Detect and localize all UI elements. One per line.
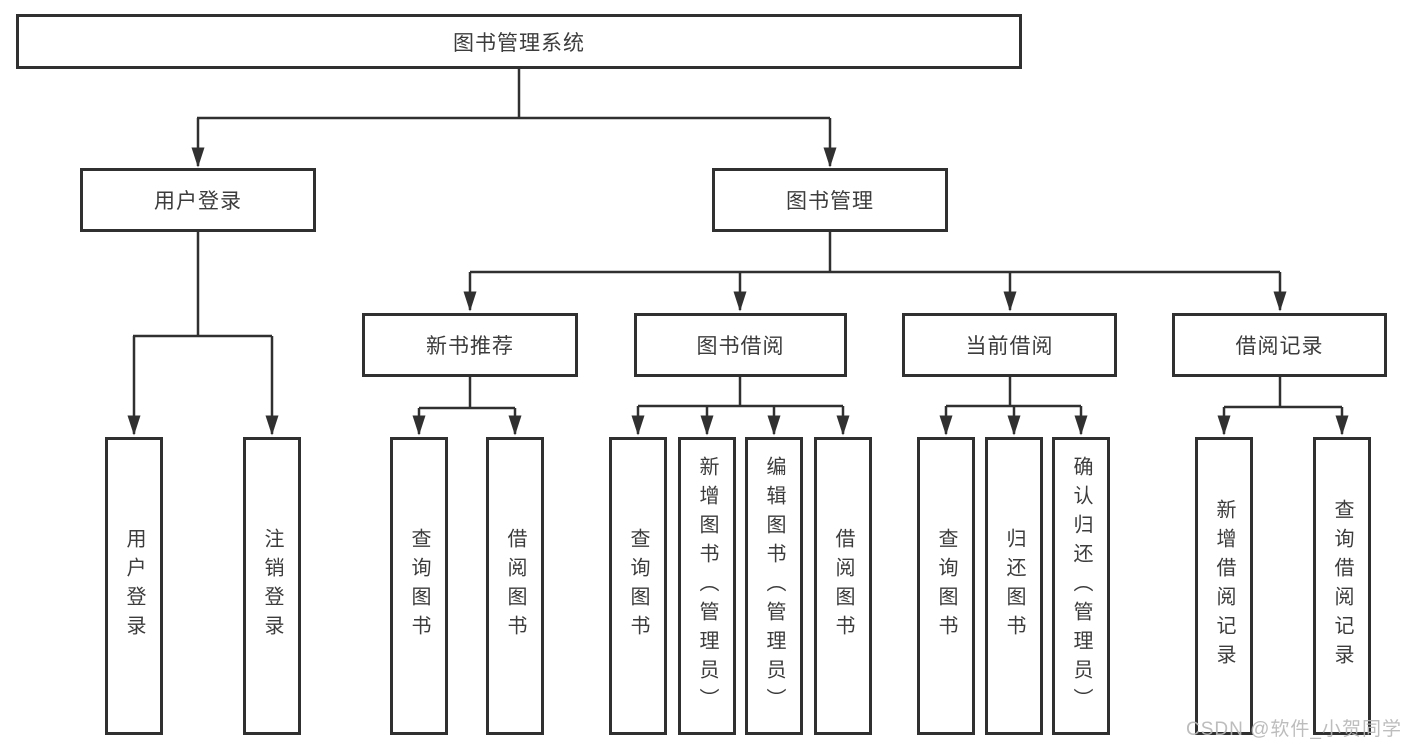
node-book-management: 图书管理 (712, 168, 948, 232)
node-user-login: 用户登录 (80, 168, 316, 232)
leaf-bb-query-books-label: 查询图书 (627, 528, 649, 644)
leaf-br-query-record-label: 查询借阅记录 (1331, 499, 1353, 673)
watermark: CSDN @软件_小贺同学 (1186, 719, 1402, 740)
leaf-bb-borrow-books-label: 借阅图书 (832, 528, 854, 644)
leaf-cb-return-books-label: 归还图书 (1003, 528, 1025, 644)
node-book-borrowing: 图书借阅 (634, 313, 847, 377)
node-new-book-recommend: 新书推荐 (362, 313, 578, 377)
node-root: 图书管理系统 (16, 14, 1022, 69)
leaf-nb-borrow-books-label: 借阅图书 (504, 528, 526, 644)
node-current-borrowing-label: 当前借阅 (965, 335, 1054, 358)
leaf-bb-add-books: 新增图书（管理员） (678, 437, 736, 735)
leaf-logout-label: 注销登录 (261, 528, 283, 644)
leaf-br-add-record: 新增借阅记录 (1195, 437, 1253, 735)
leaf-nb-borrow-books: 借阅图书 (486, 437, 544, 735)
leaf-br-query-record: 查询借阅记录 (1313, 437, 1371, 735)
leaf-cb-return-books: 归还图书 (985, 437, 1043, 735)
leaf-bb-add-books-label: 新增图书（管理员） (696, 455, 718, 717)
node-book-management-label: 图书管理 (786, 190, 874, 213)
leaf-nb-query-books: 查询图书 (390, 437, 448, 735)
node-borrowing-records-label: 借阅记录 (1235, 335, 1324, 358)
node-book-borrowing-label: 图书借阅 (696, 335, 785, 358)
leaf-user-login-label: 用户登录 (123, 528, 145, 644)
node-current-borrowing: 当前借阅 (902, 313, 1117, 377)
leaf-cb-confirm-return-label: 确认归还（管理员） (1070, 455, 1092, 717)
node-new-book-recommend-label: 新书推荐 (426, 335, 514, 358)
leaf-cb-confirm-return: 确认归还（管理员） (1052, 437, 1110, 735)
leaf-cb-query-books: 查询图书 (917, 437, 975, 735)
leaf-bb-edit-books-label: 编辑图书（管理员） (763, 455, 785, 717)
leaf-user-login: 用户登录 (105, 437, 163, 735)
leaf-cb-query-books-label: 查询图书 (935, 528, 957, 644)
node-borrowing-records: 借阅记录 (1172, 313, 1387, 377)
leaf-bb-edit-books: 编辑图书（管理员） (745, 437, 803, 735)
leaf-bb-query-books: 查询图书 (609, 437, 667, 735)
leaf-nb-query-books-label: 查询图书 (408, 528, 430, 644)
node-user-login-label: 用户登录 (154, 190, 242, 213)
leaf-logout: 注销登录 (243, 437, 301, 735)
leaf-bb-borrow-books: 借阅图书 (814, 437, 872, 735)
node-root-label: 图书管理系统 (453, 31, 585, 55)
leaf-br-add-record-label: 新增借阅记录 (1213, 499, 1235, 673)
